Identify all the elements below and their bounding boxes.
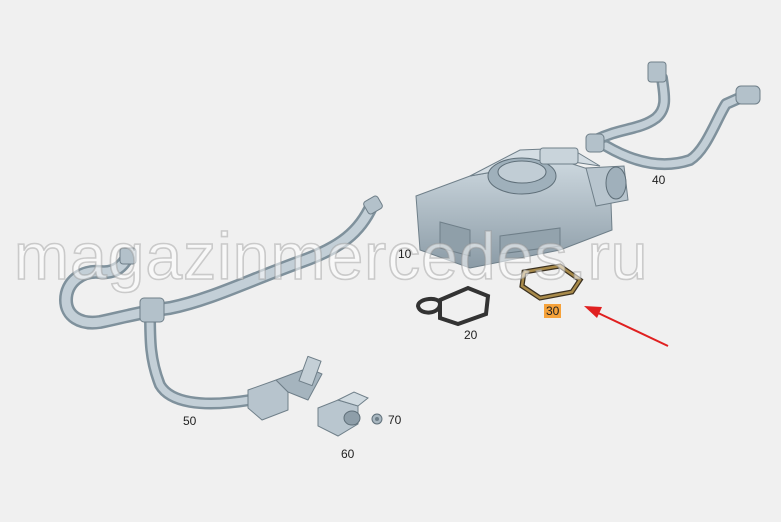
- part-40-hose[interactable]: [585, 61, 761, 171]
- part-20-gasket[interactable]: [415, 285, 491, 327]
- arrow-pointer-icon: [584, 306, 669, 347]
- callout-30: 30: [544, 304, 562, 318]
- part-10-housing[interactable]: [415, 147, 629, 269]
- callout-40: 40: [652, 173, 666, 187]
- callout-70: 70: [388, 413, 402, 427]
- part-50-hose[interactable]: [59, 195, 383, 421]
- watermark: magazinmercedes.ru: [13, 218, 649, 294]
- part-70-bolt[interactable]: [371, 413, 383, 425]
- callout-60: 60: [341, 447, 355, 461]
- part-30-gasket[interactable]: [519, 263, 584, 301]
- callout-50: 50: [183, 414, 197, 428]
- part-60-sensor[interactable]: [317, 391, 369, 437]
- callout-10: 10: [398, 247, 412, 261]
- callout-20: 20: [464, 328, 478, 342]
